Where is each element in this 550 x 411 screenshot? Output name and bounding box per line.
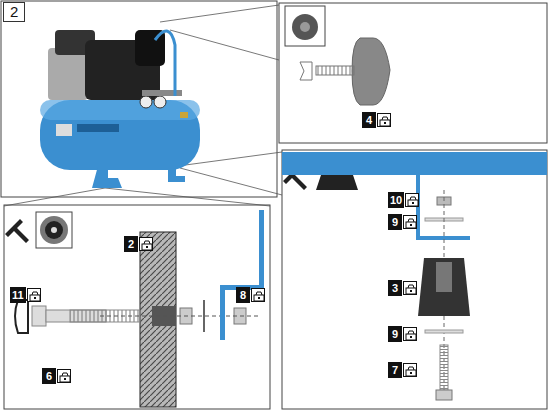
- callout-number: 3: [388, 280, 402, 296]
- callout-number: 6: [42, 368, 56, 384]
- parts-icon: [27, 288, 41, 302]
- callout: 10: [388, 192, 419, 208]
- wheel-icon: [285, 6, 325, 46]
- callout: 6: [42, 368, 71, 384]
- callout-number: 2: [124, 236, 138, 252]
- axle-panel: [4, 205, 270, 409]
- callout-number: 9: [388, 214, 402, 230]
- wheel-axle: [15, 210, 264, 407]
- rubber-foot-assembly: [282, 150, 547, 400]
- foot-panel: [282, 150, 547, 409]
- parts-icon: [403, 281, 417, 295]
- main-panel: [1, 1, 277, 197]
- wing-nut: [300, 62, 312, 80]
- parts-icon: [403, 363, 417, 377]
- callout: 2: [124, 236, 153, 252]
- callout: 9: [388, 214, 417, 230]
- callout: 7: [388, 362, 417, 378]
- parts-icon: [405, 193, 419, 207]
- callout-number: 8: [236, 287, 250, 303]
- wheel-panel: [279, 3, 547, 143]
- callout-number: 11: [10, 287, 26, 303]
- parts-icon: [251, 288, 265, 302]
- callout-number: 4: [362, 112, 376, 128]
- wheel: [300, 38, 390, 105]
- tool-icons: [5, 212, 72, 248]
- compressor: [40, 30, 200, 188]
- parts-icon: [57, 369, 71, 383]
- step-number: 2: [3, 2, 25, 22]
- parts-icon: [403, 215, 417, 229]
- callout: 11: [10, 287, 41, 303]
- leader-lines: [4, 5, 282, 206]
- parts-icon: [403, 327, 417, 341]
- parts-icon: [377, 113, 391, 127]
- callout-number: 9: [388, 326, 402, 342]
- callout: 9: [388, 326, 417, 342]
- callout: 3: [388, 280, 417, 296]
- callout-number: 10: [388, 192, 404, 208]
- callout: 4: [362, 112, 391, 128]
- callout: 8: [236, 287, 265, 303]
- callout-number: 7: [388, 362, 402, 378]
- parts-icon: [139, 237, 153, 251]
